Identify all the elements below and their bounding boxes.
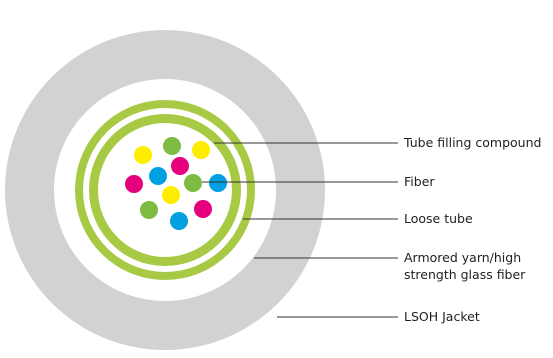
label-loose-tube: Loose tube bbox=[404, 211, 473, 226]
fiber bbox=[140, 201, 158, 219]
fiber bbox=[162, 186, 180, 204]
fiber bbox=[192, 141, 210, 159]
fiber bbox=[125, 175, 143, 193]
label-armored-yarn-line1: Armored yarn/high bbox=[404, 250, 521, 265]
fiber bbox=[149, 167, 167, 185]
fiber bbox=[163, 137, 181, 155]
fiber bbox=[170, 212, 188, 230]
label-tube-filling-compound: Tube filling compound bbox=[403, 135, 541, 150]
label-fiber: Fiber bbox=[404, 174, 435, 189]
label-armored-yarn-line2: strength glass fiber bbox=[404, 267, 526, 282]
fiber bbox=[194, 200, 212, 218]
fiber bbox=[171, 157, 189, 175]
label-lsoh-jacket: LSOH Jacket bbox=[404, 309, 480, 324]
fiber bbox=[134, 146, 152, 164]
fiber bbox=[209, 174, 227, 192]
fiber-bundle bbox=[125, 137, 227, 230]
fiber bbox=[184, 174, 202, 192]
